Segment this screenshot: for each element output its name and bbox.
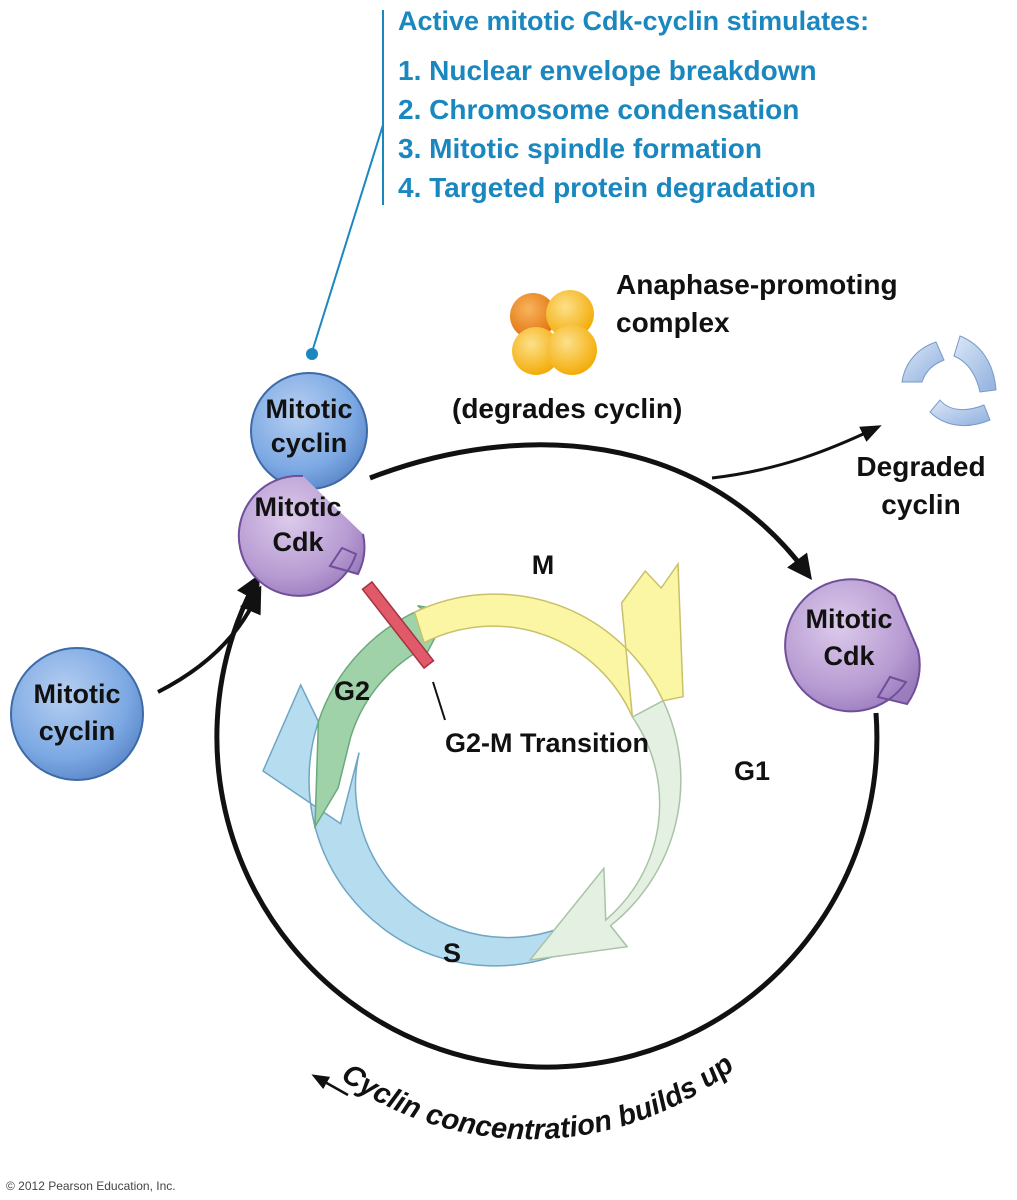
free-cdk-label-line2: Cdk — [823, 641, 875, 671]
callout-item-2: 2. Chromosome condensation — [398, 94, 799, 125]
cyclin-binding-arrow — [157, 585, 262, 694]
phase-m-arrow — [413, 561, 684, 718]
free-cyclin: Mitotic cyclin — [10, 647, 144, 781]
apc-label-line2: complex — [616, 307, 730, 338]
apc-action-label: (degrades cyclin) — [452, 393, 682, 424]
free-cdk: Mitotic Cdk — [784, 578, 921, 713]
buildup-arrow — [311, 1074, 349, 1097]
callout-item-1: 1. Nuclear envelope breakdown — [398, 55, 817, 86]
complex-cyclin-label-line2: cyclin — [271, 428, 348, 458]
complex-cyclin: Mitotic cyclin — [250, 372, 368, 490]
cyclin-degradation-arrow — [711, 425, 882, 480]
complex-cyclin-label-line1: Mitotic — [266, 394, 353, 424]
callout-heading: Active mitotic Cdk-cyclin stimulates: — [398, 6, 869, 36]
cdk-release-arrow — [369, 442, 812, 581]
apc-icon — [510, 290, 597, 375]
outer-cycle — [157, 425, 882, 1070]
complex-cdk-label-line2: Cdk — [272, 527, 324, 557]
phase-g2-label: G2 — [334, 676, 370, 706]
g2m-leader-line — [432, 681, 446, 721]
g2m-transition-marker — [361, 580, 435, 670]
degraded-cyclin-label-line1: Degraded — [856, 451, 985, 482]
phase-m-label: M — [532, 550, 555, 580]
free-cyclin-label-line1: Mitotic — [34, 679, 121, 709]
phase-ring — [262, 561, 684, 967]
callout-leader-dot — [306, 348, 318, 360]
callout-item-4: 4. Targeted protein degradation — [398, 172, 816, 203]
callout-panel: Active mitotic Cdk-cyclin stimulates: 1.… — [306, 6, 869, 360]
degraded-cyclin-icon — [901, 335, 997, 426]
apc-label-line1: Anaphase-promoting — [616, 269, 898, 300]
buildup-label-path: Cyclin concentration builds up — [336, 1048, 740, 1146]
phase-g1-arrow — [528, 699, 682, 961]
free-cdk-label-line1: Mitotic — [806, 604, 893, 634]
complex-cdk-label-line1: Mitotic — [255, 492, 342, 522]
phase-s-label: S — [443, 938, 461, 968]
buildup-label: Cyclin concentration builds up — [336, 1048, 740, 1146]
copyright-text: © 2012 Pearson Education, Inc. — [6, 1179, 176, 1193]
complex-cdk: Mitotic Cdk — [237, 474, 366, 597]
callout-item-3: 3. Mitotic spindle formation — [398, 133, 762, 164]
degraded-cyclin-label-line2: cyclin — [881, 489, 960, 520]
outer-cycle-arc — [214, 574, 880, 1070]
free-cyclin-label-line2: cyclin — [39, 716, 116, 746]
g2m-transition-label: G2-M Transition — [445, 728, 649, 758]
callout-leader-line — [311, 124, 384, 353]
buildup-indicator: Cyclin concentration builds up — [311, 1048, 740, 1146]
phase-g1-label: G1 — [734, 756, 770, 786]
